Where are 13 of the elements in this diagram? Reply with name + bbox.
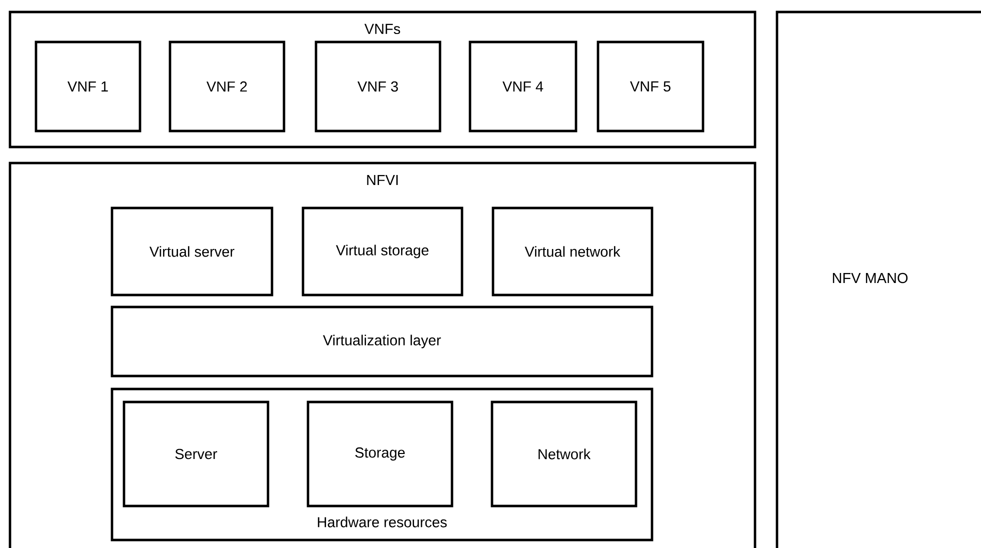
component-box: Virtual network [492, 206, 654, 296]
component-box: VNF 4 [468, 40, 578, 132]
component-box: Server [122, 400, 270, 508]
component-box: Virtualization layer [110, 306, 654, 378]
component-box: VNF 2 [168, 40, 286, 132]
component-box: Network [490, 400, 638, 508]
component-box: VNF 5 [596, 40, 704, 132]
component-box: Storage [306, 400, 454, 508]
component-box: VNF 1 [34, 40, 142, 132]
component-box: Virtual server [110, 206, 274, 296]
component-box: Virtual storage [302, 206, 464, 296]
component-box: NFV MANO [776, 10, 981, 548]
component-box: VNF 3 [314, 40, 442, 132]
